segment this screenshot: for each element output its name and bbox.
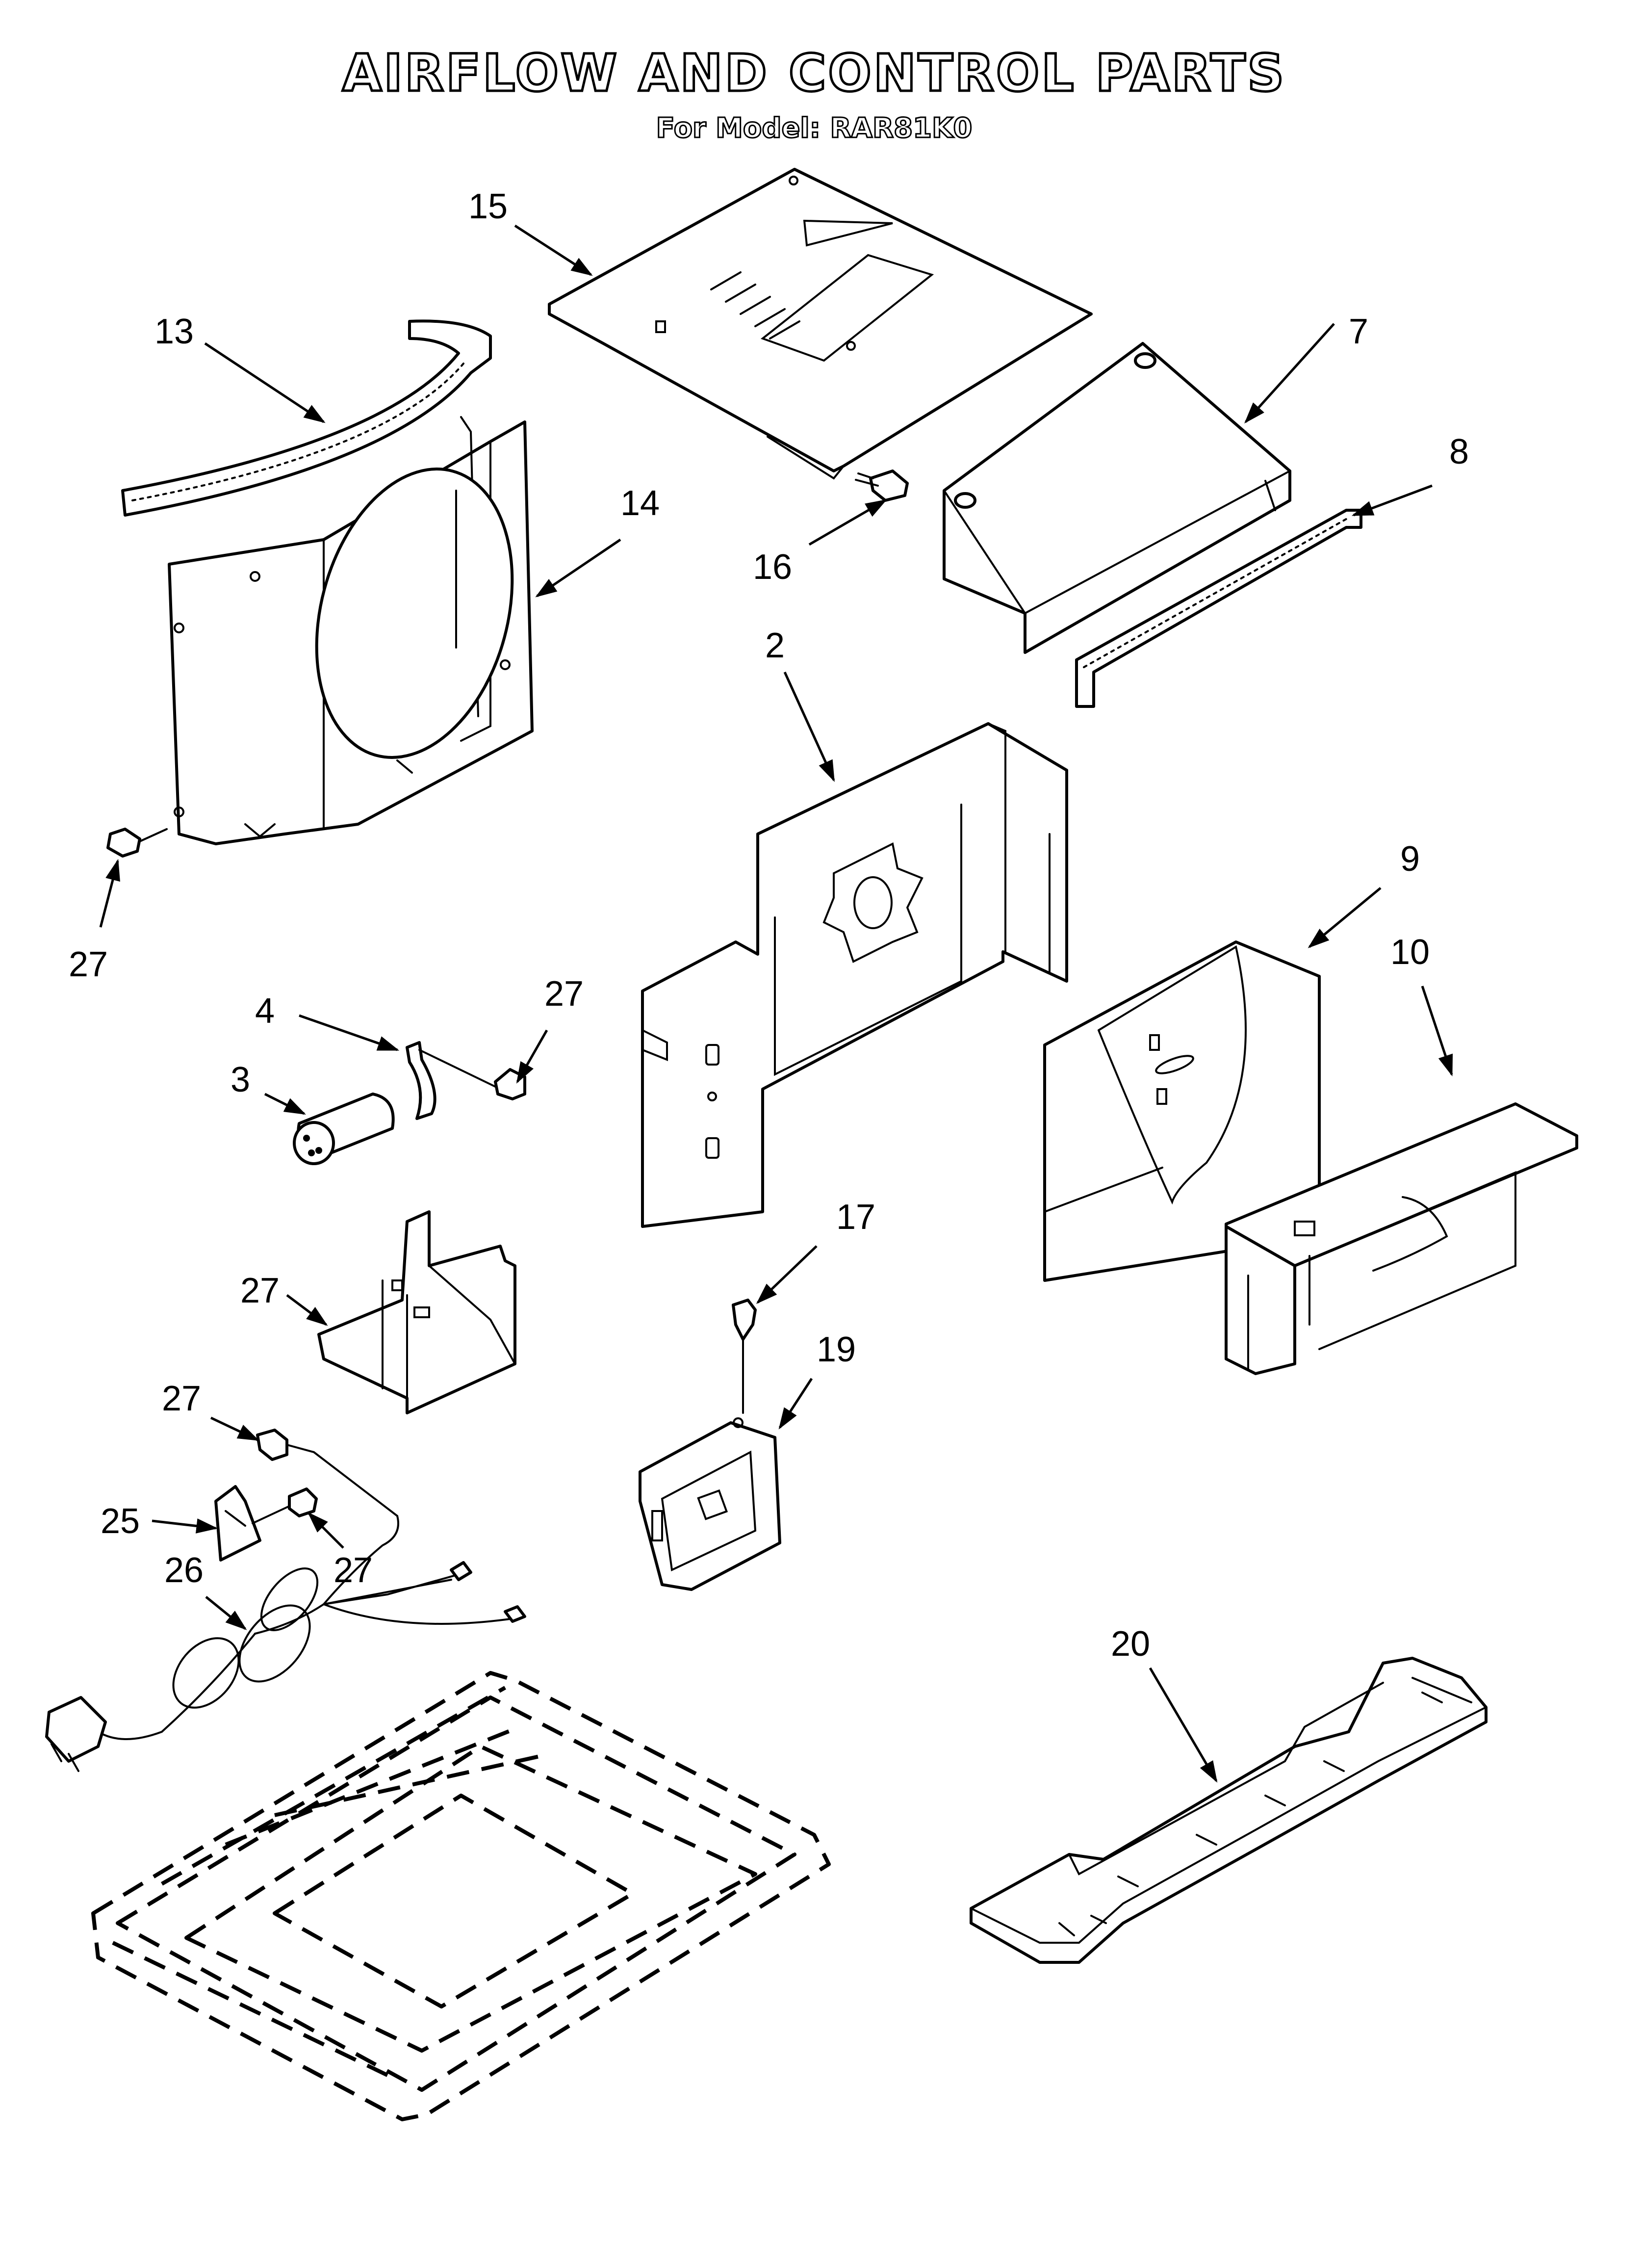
part-27-screw-b <box>494 1068 526 1100</box>
callout-27-c: 27 <box>162 1379 201 1418</box>
callout-16: 16 <box>753 547 792 587</box>
callout-labels: 15 13 7 8 14 16 2 27 9 10 4 27 3 27 17 1… <box>69 187 1469 1664</box>
part-3-capacitor <box>293 1093 395 1165</box>
part-19-control-board <box>639 1417 781 1591</box>
part-27-screw-e <box>252 1487 318 1524</box>
part-27-screw-c <box>256 1429 398 1517</box>
callout-14: 14 <box>620 484 660 523</box>
callout-19: 19 <box>817 1330 856 1369</box>
page-title: AIRFLOW AND CONTROL PARTS <box>342 43 1286 103</box>
callout-27-b: 27 <box>544 974 584 1014</box>
callout-25: 25 <box>101 1502 140 1541</box>
part-2-bulkhead <box>641 722 1068 1228</box>
callout-27-e: 27 <box>334 1551 373 1590</box>
callout-26: 26 <box>164 1551 204 1590</box>
part-26-power-cord <box>45 1515 526 1772</box>
part-14-fan-shroud <box>168 416 534 845</box>
callout-3: 3 <box>231 1060 250 1099</box>
callout-2: 2 <box>765 626 785 665</box>
callout-13: 13 <box>154 312 194 351</box>
model-subtitle: For Model: RAR81K0 <box>656 112 973 144</box>
part-15-top-panel <box>548 168 1093 480</box>
leader-lines <box>99 224 1453 1783</box>
callout-27-d: 17 <box>836 1198 875 1237</box>
callout-10: 10 <box>1390 933 1430 972</box>
callout-20: 20 <box>1111 1624 1150 1664</box>
callout-7: 7 <box>1349 312 1368 351</box>
part-13-gasket <box>121 319 492 517</box>
part-7-control-cover <box>943 342 1291 654</box>
part-27-screw-a <box>106 828 168 858</box>
part-9-scroll-housing <box>1043 940 1321 1282</box>
part-25-clamp <box>214 1485 261 1562</box>
callout-15: 15 <box>468 187 508 226</box>
part-20-drain-pan <box>970 1657 1488 1964</box>
callout-27-a: 27 <box>69 945 108 984</box>
callout-4: 4 <box>255 991 275 1031</box>
callout-17: 27 <box>240 1271 280 1310</box>
callout-9: 9 <box>1400 839 1420 879</box>
part-17-bracket <box>317 1210 516 1414</box>
part-27-screw-d <box>732 1299 757 1414</box>
part-10-orifice-panel <box>1225 1102 1578 1375</box>
part-4-strap <box>406 1041 496 1120</box>
part-16-screw <box>855 469 909 502</box>
part-8-gasket-strip <box>1075 509 1362 708</box>
callout-8: 8 <box>1449 432 1469 471</box>
base-pan-dashed-outline <box>91 1671 831 2121</box>
